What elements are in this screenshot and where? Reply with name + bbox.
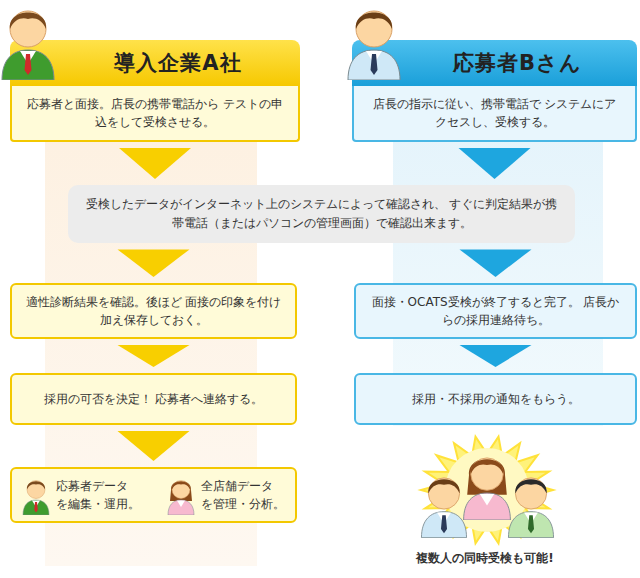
process-box: 応募者データ を編集・運用。 全店舗データ を管理・分析。 [10,467,297,523]
body [508,512,553,538]
body-text: 店長の指示に従い、携帯電話で システムにアクセスし、受検する。 [368,95,621,131]
person-icon [421,478,466,538]
hair-back [170,481,192,501]
body-text: 受検したデータがインターネット上のシステムによって確認され、 すぐに判定結果が携… [84,195,559,233]
process-box: 受検したデータがインターネット上のシステムによって確認され、 すぐに判定結果が携… [68,185,575,243]
hair [27,481,45,489]
head [10,11,46,47]
head [356,11,392,47]
body-text: 応募者と面接。店長の携帯電話から テストの申込をして受検させる。 [26,95,284,131]
body [348,50,400,80]
flow-arrow [118,249,190,277]
body-text: 面接・OCATS受検が終了すると完了。 店長からの採用連絡待ち。 [368,293,623,329]
collar [480,494,494,506]
tie [441,515,447,533]
flow-arrow [118,431,190,461]
tie [34,502,38,513]
body-text: 採用の可否を決定！ 応募者へ連絡する。 [44,390,264,408]
tie [528,515,534,533]
item-text: 全店舗データ を管理・分析。 [201,477,287,513]
collar [177,501,185,508]
flow-arrow [459,148,531,179]
hair [356,13,392,30]
body-text: 適性診断結果を確認。後ほど 面接の印象を付け加え保存しておく。 [24,293,283,329]
person-icon [20,475,52,515]
hair-back [467,459,507,495]
party-box: 導入企業A社応募者と面接。店長の携帯電話から テストの申込をして受検させる。 [10,40,300,142]
data-item: 全店舗データ を管理・分析。 [165,475,287,515]
process-box: 適性診断結果を確認。後ほど 面接の印象を付け加え保存しておく。 [10,283,297,339]
person-icon [165,475,197,515]
body-panel: 店長の指示に従い、携帯電話で システムにアクセスし、受検する。 [352,86,637,142]
flow-arrow [119,148,191,179]
body [421,512,466,538]
tie [371,54,378,75]
body [464,493,511,520]
body [2,50,54,80]
process-box: 採用の可否を決定！ 応募者へ連絡する。 [10,373,297,425]
starburst [421,437,553,544]
hair [172,481,190,489]
person-icon [464,458,511,520]
head [27,481,45,499]
flow-arrow [118,345,190,367]
person-icon [344,0,404,80]
flow-arrow [460,345,532,367]
head [471,458,503,490]
body [23,500,49,515]
body-text: 採用・不採用の通知をもらう。 [412,390,580,408]
body [168,500,194,515]
process-box: 面接・OCATS受検が終了すると完了。 店長からの採用連絡待ち。 [354,283,637,339]
person-icon [0,0,58,80]
header-text: 応募者Bさん [453,49,582,77]
header-text: 導入企業A社 [114,49,241,77]
item-text: 応募者データ を編集・運用。 [56,477,142,513]
hair [515,479,546,493]
hair [10,13,46,30]
tie [25,54,32,75]
flow-arrow [460,249,532,277]
head [172,481,190,499]
person-icon [508,478,553,538]
process-box: 採用・不採用の通知をもらう。 [354,373,637,425]
hair [471,459,504,474]
data-item: 応募者データ を編集・運用。 [20,475,142,515]
body-panel: 応募者と面接。店長の携帯電話から テストの申込をして受検させる。 [10,86,300,142]
caption-note: 複数人の同時受検も可能! [400,550,570,567]
hair [428,479,459,493]
head [428,478,459,509]
party-box: 応募者Bさん店長の指示に従い、携帯電話で システムにアクセスし、受検する。 [352,40,637,142]
head [515,478,546,509]
